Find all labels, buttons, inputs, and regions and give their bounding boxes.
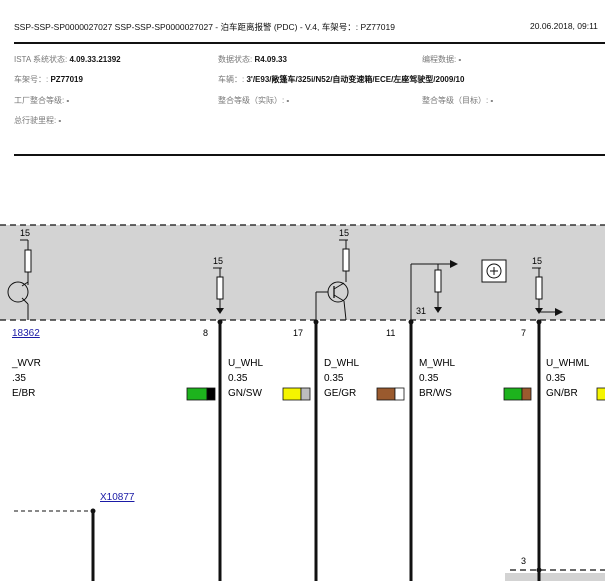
programming-data: 编程数据: - — [422, 54, 461, 65]
pin-3: 3 — [521, 556, 526, 566]
report-title: SSP-SSP-SP0000027027 SSP-SSP-SP000002702… — [14, 22, 395, 32]
mileage-label: 总行驶里程: — [14, 116, 57, 125]
swatch-green-brown — [503, 387, 532, 401]
wire-label-u-whl-color: GN/SW — [228, 388, 262, 399]
pin-17: 17 — [293, 328, 303, 338]
terminal-15-pin7: 15 — [532, 256, 542, 266]
swatch-yellow-gray — [282, 387, 311, 401]
resistor-pin11 — [434, 269, 442, 293]
wire-label-d-whl-color: GE/GR — [324, 388, 356, 399]
wire-label-wvr-name: _WVR — [11, 358, 41, 369]
resistor-pin8 — [216, 276, 224, 300]
control-unit-box — [0, 225, 605, 320]
wiring-diagram: 15 15 15 31 15 8 17 11 7 3 — [0, 224, 605, 581]
terminal-31: 31 — [416, 306, 426, 316]
wire-label-u-whml-name: U_WHML — [546, 358, 590, 369]
wire-label-wvr-color: E/BR — [12, 388, 35, 399]
terminal-15-pin8: 15 — [213, 256, 223, 266]
programming-data-label: 编程数据: — [422, 55, 457, 64]
target-level-value: - — [490, 96, 494, 105]
mileage-value: - — [58, 116, 62, 125]
swatch-yellow-partial — [596, 387, 605, 401]
transistor-left — [7, 281, 29, 303]
resistor-pin7 — [535, 276, 543, 300]
resistor-left — [24, 249, 32, 273]
wire-label-d-whl-name: D_WHL — [324, 358, 359, 369]
vin: 车架号：: PZ77019 — [14, 74, 83, 85]
data-status: 数据状态: R4.09.33 — [218, 54, 287, 65]
mileage: 总行驶里程: - — [14, 115, 61, 126]
wire-label-u-whl-name: U_WHL — [228, 358, 263, 369]
wire-label-wvr-size: .35 — [12, 373, 26, 384]
wire-label-u-whl-size: 0.35 — [228, 373, 248, 384]
pin-11: 11 — [386, 328, 395, 338]
info-divider — [14, 154, 605, 156]
wire-label-d-whl-size: 0.35 — [324, 373, 344, 384]
actual-level-label: 整合等级（实际）: — [218, 96, 285, 105]
vin-value: PZ77019 — [50, 75, 83, 84]
factory-level: 工厂整合等级: - — [14, 95, 69, 106]
vin-label: 车架号：: — [14, 75, 49, 84]
connector-bottom-link[interactable]: X10877 — [100, 492, 135, 503]
connector-left-link[interactable]: 18362 — [12, 328, 40, 339]
target-level: 整合等级（目标）: - — [422, 95, 493, 106]
wire-label-m-whl-color: BR/WS — [419, 388, 452, 399]
target-level-label: 整合等级（目标）: — [422, 96, 489, 105]
pin-7: 7 — [521, 328, 526, 338]
ista-status-value: 4.09.33.21392 — [69, 55, 121, 64]
terminal-15-pin17: 15 — [339, 228, 349, 238]
pin-8: 8 — [203, 328, 208, 338]
report-header: SSP-SSP-SP0000027027 SSP-SSP-SP000002702… — [0, 0, 605, 56]
actual-level: 整合等级（实际）: - — [218, 95, 289, 106]
swatch-green-black — [186, 387, 216, 401]
swatch-brown-white — [376, 387, 405, 401]
wire-label-u-whml-size: 0.35 — [546, 373, 566, 384]
ista-status-label: ISTA 系统状态: — [14, 55, 68, 64]
data-status-value: R4.09.33 — [254, 55, 287, 64]
header-divider — [14, 42, 605, 44]
wire-label-m-whl-name: M_WHL — [419, 358, 456, 369]
wire-label-m-whl-size: 0.35 — [419, 373, 439, 384]
vehicle-label: 车辆：: — [218, 75, 245, 84]
vehicle-value: 3'/E93/敞篷车/325i/N52/自动变速箱/ECE/左座驾驶型/2009… — [246, 75, 465, 84]
resistor-pin17 — [342, 248, 350, 272]
programming-data-value: - — [458, 55, 462, 64]
actual-level-value: - — [286, 96, 290, 105]
factory-level-label: 工厂整合等级: — [14, 96, 65, 105]
terminal-15-left: 15 — [20, 228, 30, 238]
vehicle: 车辆：: 3'/E93/敞篷车/325i/N52/自动变速箱/ECE/左座驾驶型… — [218, 74, 464, 85]
report-date: 20.06.2018, 09:11 — [530, 21, 598, 31]
factory-level-value: - — [66, 96, 70, 105]
data-status-label: 数据状态: — [218, 55, 253, 64]
wire-label-u-whml-color: GN/BR — [546, 388, 578, 399]
ista-status: ISTA 系统状态: 4.09.33.21392 — [14, 54, 121, 65]
